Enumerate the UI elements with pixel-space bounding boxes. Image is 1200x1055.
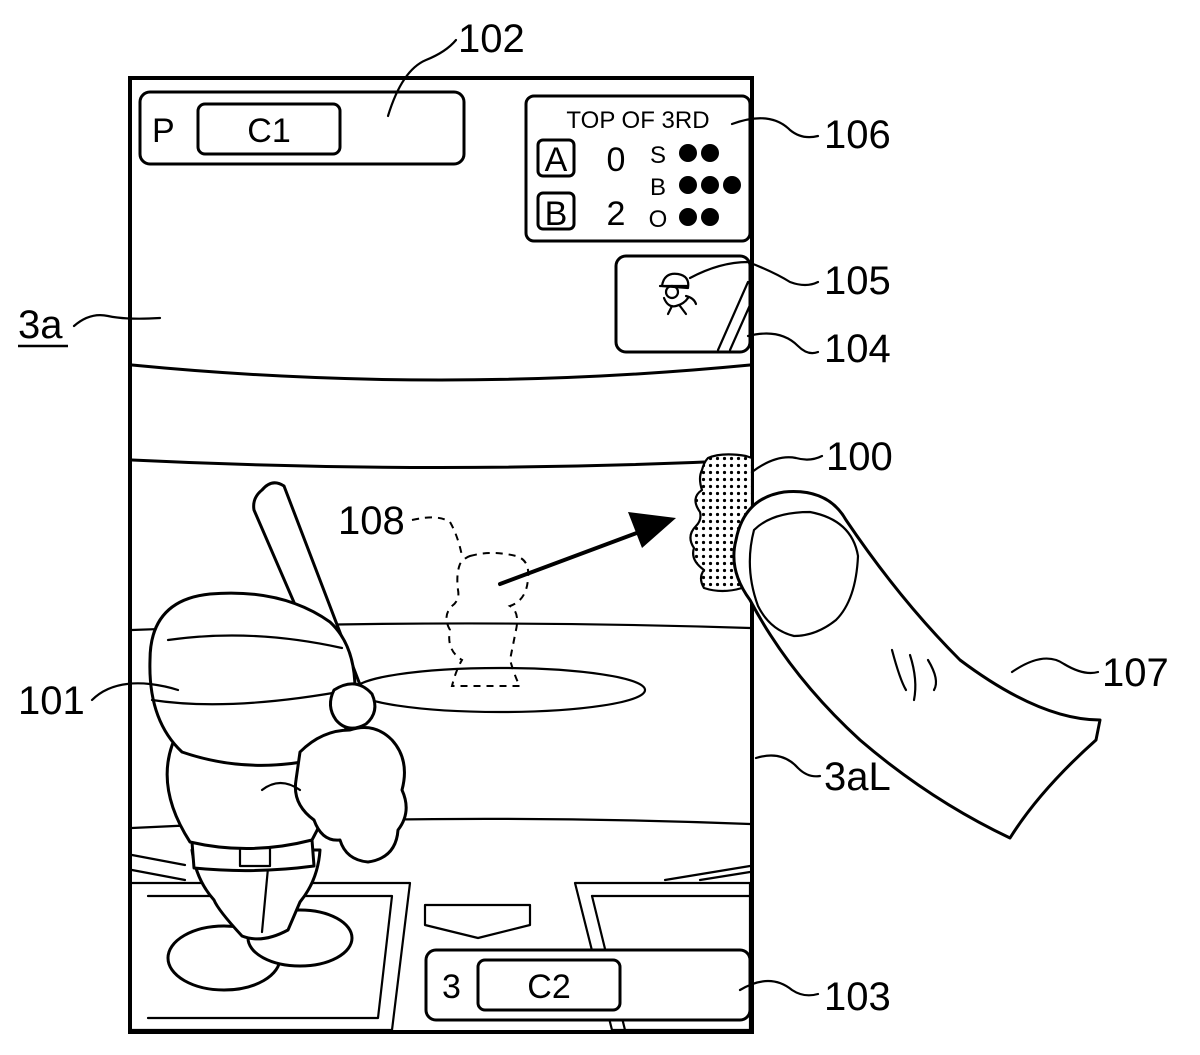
label-103: 103 bbox=[824, 975, 891, 1019]
count-label-outs: O bbox=[649, 206, 668, 233]
label-105: 105 bbox=[824, 259, 891, 303]
label-106: 106 bbox=[824, 113, 891, 157]
count-dot-b bbox=[679, 176, 697, 194]
team-a-name: A bbox=[545, 141, 568, 179]
count-dot-o bbox=[701, 208, 719, 226]
drag-arrow bbox=[498, 512, 676, 586]
reference-labels: 102 106 3a 105 104 100 108 101 107 3aL 1… bbox=[18, 17, 1169, 1019]
home-plate bbox=[423, 903, 532, 940]
count-dot-s bbox=[679, 144, 697, 162]
inning-text: TOP OF 3RD bbox=[566, 107, 709, 134]
count-dots bbox=[679, 144, 741, 226]
count-label-balls: B bbox=[650, 174, 666, 201]
label-107: 107 bbox=[1102, 651, 1169, 695]
mini-runner-icon bbox=[658, 272, 698, 316]
team-a-badge bbox=[536, 138, 576, 178]
pitcher-panel: P C1 bbox=[138, 90, 466, 166]
count-dot-o bbox=[679, 208, 697, 226]
label-101: 101 bbox=[18, 679, 85, 723]
team-b-name: B bbox=[545, 195, 568, 233]
count-dot-b bbox=[701, 176, 719, 194]
team-b-score: 2 bbox=[607, 195, 626, 233]
batter-panel: 3 C2 bbox=[424, 948, 752, 1022]
batter-order: 3 bbox=[442, 968, 461, 1006]
count-dot-s bbox=[701, 144, 719, 162]
label-100: 100 bbox=[826, 435, 893, 479]
count-dot-b bbox=[723, 176, 741, 194]
label-108: 108 bbox=[338, 499, 405, 543]
batter-character bbox=[148, 481, 408, 992]
label-102: 102 bbox=[458, 17, 525, 61]
label-3a: 3a bbox=[18, 303, 63, 347]
pitcher-prefix: P bbox=[152, 112, 175, 150]
scoreboard: TOP OF 3RD A 0 B 2 S B O bbox=[524, 94, 752, 243]
ghost-character bbox=[445, 552, 530, 687]
finger bbox=[732, 490, 1102, 840]
label-104: 104 bbox=[824, 327, 891, 371]
count-label-strikes: S bbox=[650, 142, 666, 169]
label-3aL: 3aL bbox=[824, 755, 891, 799]
team-b-badge bbox=[536, 191, 576, 231]
batter-name: C2 bbox=[527, 968, 570, 1006]
team-a-score: 0 bbox=[607, 141, 626, 179]
mini-window bbox=[614, 254, 752, 354]
pitcher-name: C1 bbox=[247, 112, 290, 150]
